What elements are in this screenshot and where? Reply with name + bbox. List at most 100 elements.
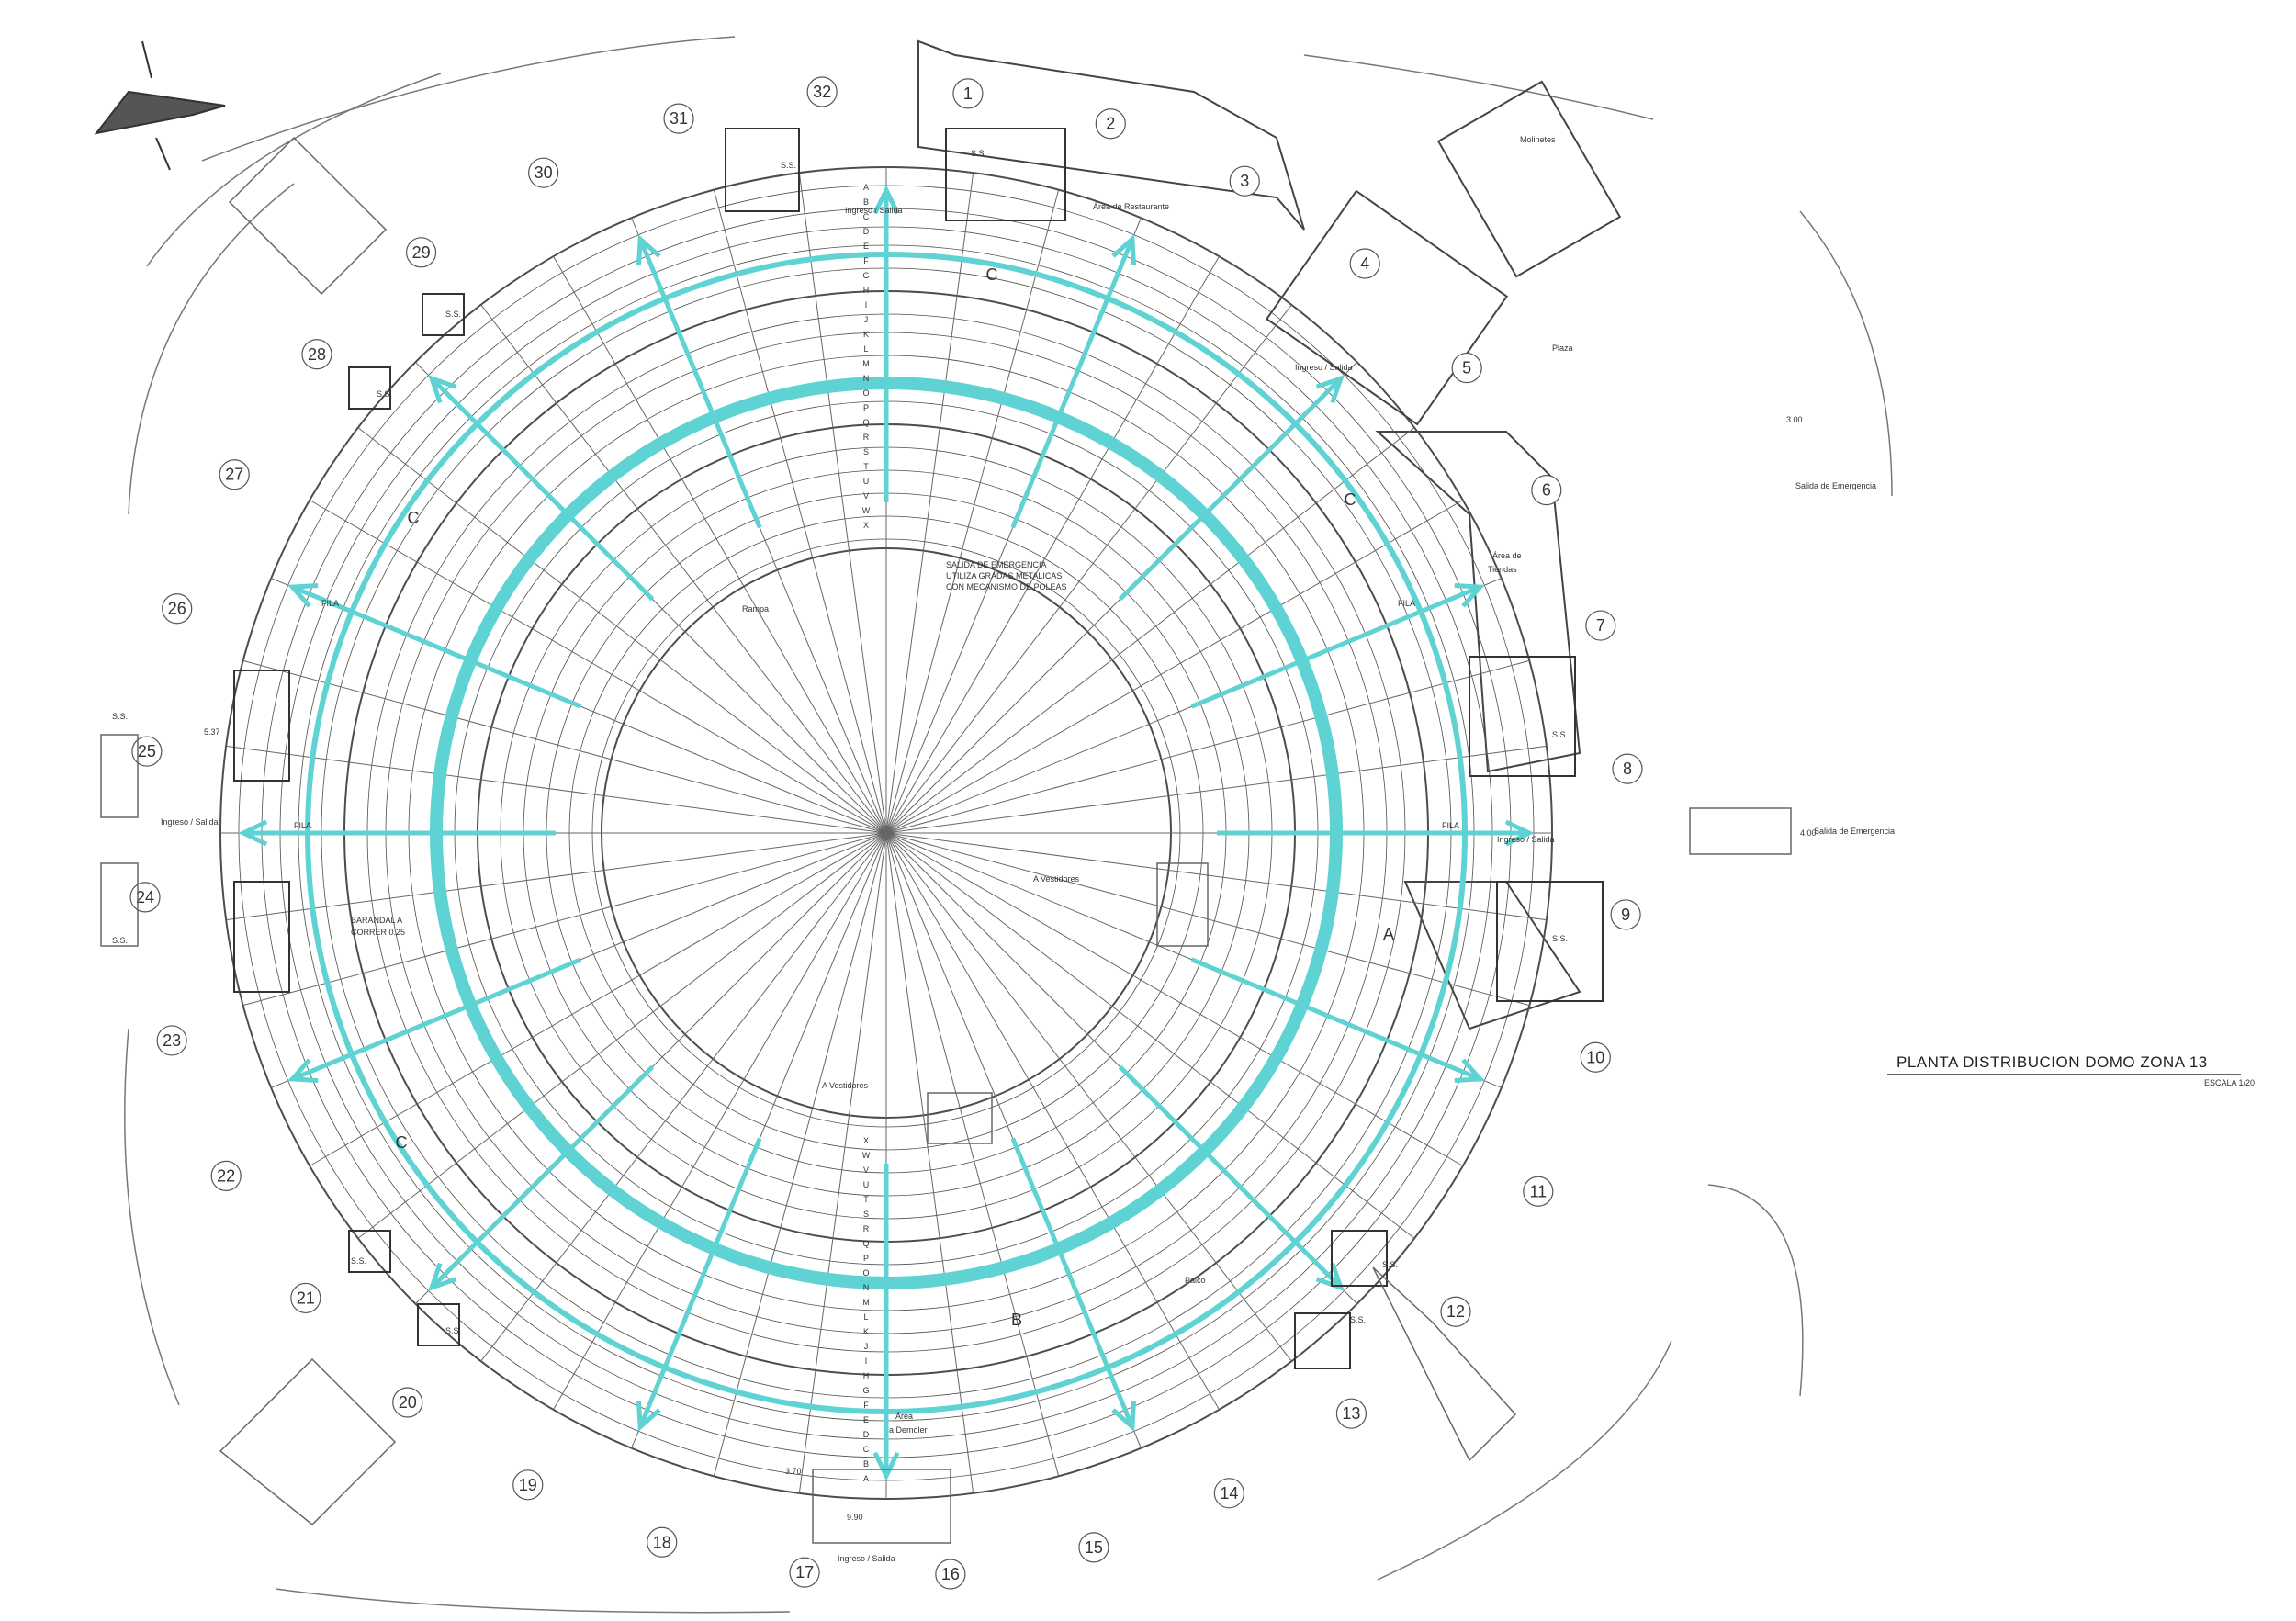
circulation-arrow-head [636, 233, 661, 265]
radial-axis-line [885, 255, 1220, 834]
axis-bubble-circle [392, 1387, 423, 1418]
dim-right-label: 4.00 [1800, 828, 1817, 838]
restroom-label-se2: S.S. [1382, 1260, 1398, 1269]
radial-axis-line [357, 427, 887, 834]
radial-axis-line [309, 832, 887, 1166]
circulation-arrow-shaft [1190, 957, 1481, 1082]
row-letter: H [863, 286, 870, 295]
row-letter: W [862, 506, 871, 515]
axis-bubble-number: 18 [653, 1533, 671, 1551]
axis-bubble-circle [1078, 1532, 1109, 1563]
radial-axis-line [885, 427, 1415, 834]
radial-axis-line [885, 304, 1292, 834]
axis-bubble: 30 [528, 157, 559, 188]
circulation-arrow-head [1111, 233, 1136, 265]
axis-bubble-number: 27 [225, 466, 243, 484]
circulation-arrow-head [1454, 583, 1486, 608]
axis-bubble-circle [1213, 1478, 1244, 1509]
zone-c-southwest: C [396, 1133, 408, 1152]
row-letter: O [862, 1268, 869, 1278]
row-letter: I [865, 1356, 868, 1366]
title-block: PLANTA DISTRIBUCION DOMO ZONA 13 ESCALA … [1887, 1053, 2255, 1087]
row-letter: L [863, 344, 868, 354]
axis-bubble-number: 5 [1462, 359, 1471, 377]
row-letter: S [863, 447, 869, 456]
axis-bubble: 27 [219, 459, 250, 490]
demolish-label-line-1: Área [895, 1412, 913, 1421]
circulation-arrow-head [872, 1451, 900, 1481]
axis-bubble-circle [1580, 1041, 1611, 1073]
shops-label-line-2: Tiendas [1488, 565, 1517, 574]
radial-axis-line [480, 304, 887, 834]
axis-bubble-circle [210, 1160, 242, 1191]
axis-bubble-number: 4 [1360, 254, 1369, 273]
axis-bubble-number: 2 [1106, 115, 1115, 133]
row-letter: X [863, 1136, 869, 1145]
row-letter: V [863, 491, 869, 501]
row-letter: I [865, 300, 868, 310]
restroom-label-nw2: S.S. [377, 389, 392, 399]
to-dressing-label-south: A Vestidores [822, 1081, 869, 1090]
row-letter: D [863, 227, 870, 236]
axis-bubble-number: 19 [519, 1476, 537, 1494]
axis-bubble-number: 28 [308, 345, 326, 364]
axis-bubble: 25 [131, 736, 163, 767]
axis-bubble-circle [219, 459, 250, 490]
emergency-note-line-2: UTILIZA GRADAS METALICAS [946, 571, 1062, 580]
axis-number-bubbles: 1234567891011121314151617181920212223242… [129, 76, 1643, 1590]
row-letter: M [862, 359, 870, 368]
axis-bubble-circle [1451, 352, 1482, 384]
circulation-arrow-head [427, 374, 457, 404]
axis-bubble-circle [1523, 1176, 1554, 1207]
axis-bubble: 13 [1335, 1398, 1367, 1429]
radial-axis-line [885, 189, 1060, 834]
row-letter: C [863, 212, 870, 221]
circulation-arrow-head [287, 1058, 319, 1083]
railing-label-line-1: BARANDAL A [351, 916, 402, 925]
restroom-label-e1: S.S. [1552, 730, 1568, 739]
dim-bottom-label: 9.90 [847, 1513, 863, 1522]
restroom-label-w1: S.S. [112, 712, 128, 721]
restroom-label-e2: S.S. [1552, 934, 1568, 943]
emergency-exit-ne-label: Salida de Emergencia [1795, 481, 1876, 490]
radial-axis-line [553, 255, 887, 834]
to-dressing-label-east: A Vestidores [1033, 874, 1080, 884]
circulation-arrow-head [427, 1262, 457, 1292]
axis-bubble-number: 31 [670, 109, 688, 128]
axis-bubble: 20 [392, 1387, 423, 1418]
axis-bubble: 6 [1531, 475, 1562, 506]
axis-bubble: 11 [1523, 1176, 1554, 1207]
axis-bubble-circle [131, 736, 163, 767]
drawing-scale: ESCALA 1/20 [2204, 1078, 2255, 1087]
axis-bubble-circle [663, 103, 694, 134]
axis-bubble-number: 1 [963, 84, 973, 103]
axis-bubble-number: 16 [941, 1565, 960, 1583]
restroom-label-n2: S.S. [971, 149, 986, 158]
axis-bubble-circle [1585, 610, 1616, 641]
radial-axis-line [885, 500, 1464, 834]
circulation-arrow-head [1315, 1262, 1345, 1292]
row-letter: B [863, 197, 869, 207]
row-letter: M [862, 1298, 870, 1307]
axis-bubble-circle [1440, 1296, 1471, 1327]
row-letter: S [863, 1210, 869, 1219]
axis-bubble-circle [1531, 475, 1562, 506]
axis-bubble-number: 13 [1342, 1404, 1360, 1423]
row-letter: P [863, 1254, 869, 1263]
axis-bubble-number: 9 [1621, 906, 1630, 924]
entry-exit-east-label: Ingreso / Salida [1497, 835, 1555, 844]
radial-axis-line [798, 832, 887, 1493]
stair-ramps [100, 136, 1792, 1544]
circulation-arrow-shaft [1118, 1064, 1343, 1289]
axis-bubble: 31 [663, 103, 694, 134]
axis-bubble-number: 6 [1542, 481, 1551, 500]
radial-axis-line [713, 832, 887, 1477]
axis-bubble-circle [789, 1557, 820, 1588]
row-letter: N [863, 1283, 870, 1292]
restroom-label-n1: S.S. [781, 161, 796, 170]
axis-bubble-number: 20 [399, 1393, 417, 1412]
axis-bubble: 22 [210, 1160, 242, 1191]
axis-bubble-circle [162, 593, 193, 625]
